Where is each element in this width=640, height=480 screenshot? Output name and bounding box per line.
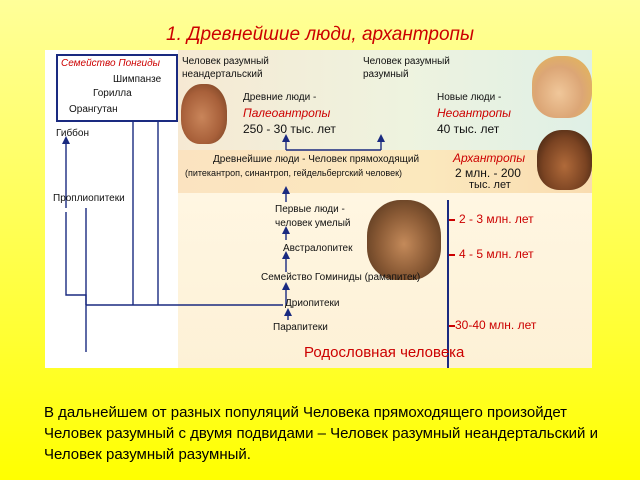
band-modern-people (178, 50, 592, 150)
family-ponguids-label: Семейство Понгиды (61, 58, 161, 69)
habilis-portrait (367, 200, 441, 280)
archanthropes-label: Архантропы (453, 151, 526, 165)
para-time-label: 30-40 млн. лет (455, 318, 537, 332)
neo-time-label: 40 тыс. лет (437, 122, 500, 136)
paleoanthropes-label: Палеоантропы (243, 106, 331, 120)
parapithecus-label: Парапитеки (273, 322, 328, 333)
hominid-family-label: Семейство Гоминиды (рамапитек) (261, 272, 421, 283)
propliopithecus-label: Проплиопитеки (53, 193, 125, 204)
paleo-time-label: 250 - 30 тыс. лет (243, 122, 336, 136)
figure-title: Родословная человека (304, 344, 465, 361)
first-time-label: 2 - 3 млн. лет (459, 212, 534, 226)
austral-time-label: 4 - 5 млн. лет (459, 247, 534, 261)
neanderthal-portrait (181, 84, 227, 144)
new-people-label: Новые люди - (437, 92, 502, 103)
chimpanzee-label: Шимпанзе (113, 74, 162, 85)
oldest-people-label: Древнейшие люди - Человек прямоходящий (213, 154, 420, 165)
sapiens-portrait (532, 56, 592, 118)
gibbon-label: Гиббон (56, 128, 89, 139)
sapiens-label-line1: Человек разумный (363, 56, 450, 67)
australopithecus-label: Австралопитек (283, 243, 353, 254)
pongid-family-box (56, 54, 178, 122)
human-pedigree-diagram: Семейство Понгиды Шимпанзе Горилла Оранг… (45, 50, 592, 368)
neanderthal-label-line2: неандертальский (182, 69, 263, 80)
slide-caption: В дальнейшем от разных популяций Человек… (44, 404, 598, 463)
first-people-line2: человек умелый (275, 218, 351, 229)
neanderthal-label-line1: Человек разумный (182, 56, 269, 67)
orangutan-label: Орангутан (69, 104, 118, 115)
neoanthropes-label: Неоантропы (437, 106, 511, 120)
slide-title: 1. Древнейшие люди, архантропы (166, 24, 474, 45)
arch-time-line1: 2 млн. - 200 (455, 166, 521, 180)
oldest-examples-label: (питекантроп, синантроп, гейдельбергский… (185, 168, 403, 178)
ancient-people-label: Древние люди - (243, 92, 317, 103)
archanthrope-portrait (537, 130, 592, 190)
arch-time-line2: тыс. лет (469, 179, 511, 191)
sapiens-label-line2: разумный (363, 69, 409, 80)
band-archanthropes (178, 150, 592, 193)
first-people-line1: Первые люди - (275, 204, 345, 215)
dryopithecus-label: Дриопитеки (285, 298, 340, 309)
gorilla-label: Горилла (93, 88, 132, 99)
